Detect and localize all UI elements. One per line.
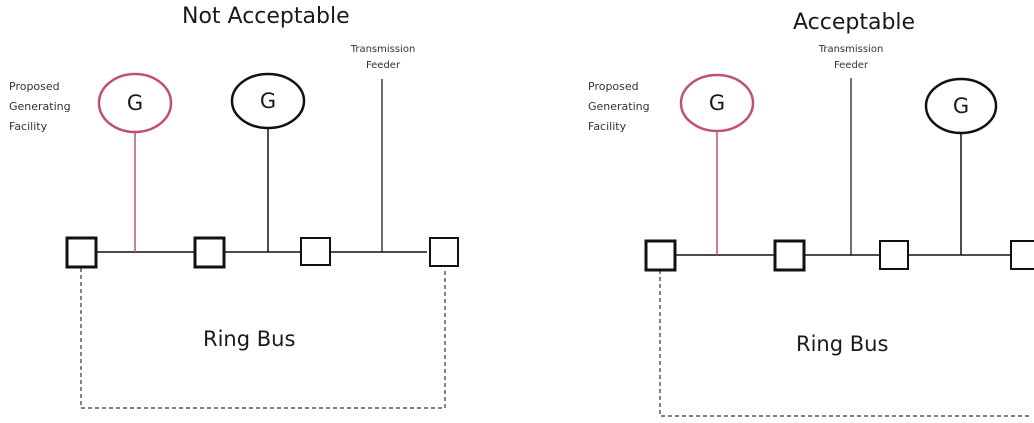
label-line: Generating bbox=[588, 100, 650, 113]
label-line: Proposed bbox=[588, 80, 639, 93]
panel-title: Not Acceptable bbox=[182, 4, 350, 29]
label-line: Transmission bbox=[818, 44, 884, 55]
existing-generator-circle bbox=[924, 77, 998, 135]
breaker-box bbox=[773, 239, 806, 272]
existing-generator-symbol: G bbox=[260, 89, 276, 113]
ring-bus-label: Ring Bus bbox=[203, 327, 296, 351]
label-line: Generating bbox=[9, 100, 71, 113]
ring-bus-dashed-loop bbox=[80, 268, 446, 409]
proposed-generator-circle bbox=[97, 72, 173, 134]
existing-generator-circle bbox=[230, 72, 306, 130]
ring-bus-label: Ring Bus bbox=[796, 332, 889, 356]
label-line: Facility bbox=[588, 120, 627, 133]
diagram-panel-acceptable: Acceptable Proposed Generating Facility … bbox=[517, 0, 1034, 423]
proposed-generator-circle bbox=[679, 73, 755, 133]
proposed-generator-symbol: G bbox=[127, 91, 143, 115]
label-line: Facility bbox=[9, 120, 48, 133]
transmission-feeder-label: Transmission Feeder bbox=[338, 42, 428, 74]
ring-bus-diagram: G G bbox=[65, 72, 459, 409]
label-line: Proposed bbox=[9, 80, 60, 93]
breaker-box bbox=[193, 236, 226, 269]
breaker-box bbox=[1010, 240, 1034, 270]
ring-bus-diagram: G G bbox=[644, 73, 1034, 417]
breaker-box bbox=[429, 237, 459, 267]
panel-title: Acceptable bbox=[793, 10, 916, 35]
proposed-generator-symbol: G bbox=[709, 91, 725, 115]
existing-generator-symbol: G bbox=[953, 94, 969, 118]
label-line: Feeder bbox=[365, 60, 401, 71]
breaker-box bbox=[644, 239, 677, 272]
breaker-box bbox=[300, 237, 331, 266]
proposed-generator-label: Proposed Generating Facility bbox=[588, 77, 650, 137]
diagram-panel-not-acceptable: Not Acceptable Proposed Generating Facil… bbox=[9, 4, 459, 409]
proposed-generator-label: Proposed Generating Facility bbox=[9, 77, 71, 137]
transmission-feeder-label: Transmission Feeder bbox=[806, 42, 896, 74]
label-line: Transmission bbox=[350, 44, 416, 55]
breaker-box bbox=[879, 240, 909, 270]
ring-bus-dashed-loop bbox=[659, 270, 1029, 417]
breaker-box bbox=[65, 236, 98, 269]
label-line: Feeder bbox=[833, 60, 869, 71]
